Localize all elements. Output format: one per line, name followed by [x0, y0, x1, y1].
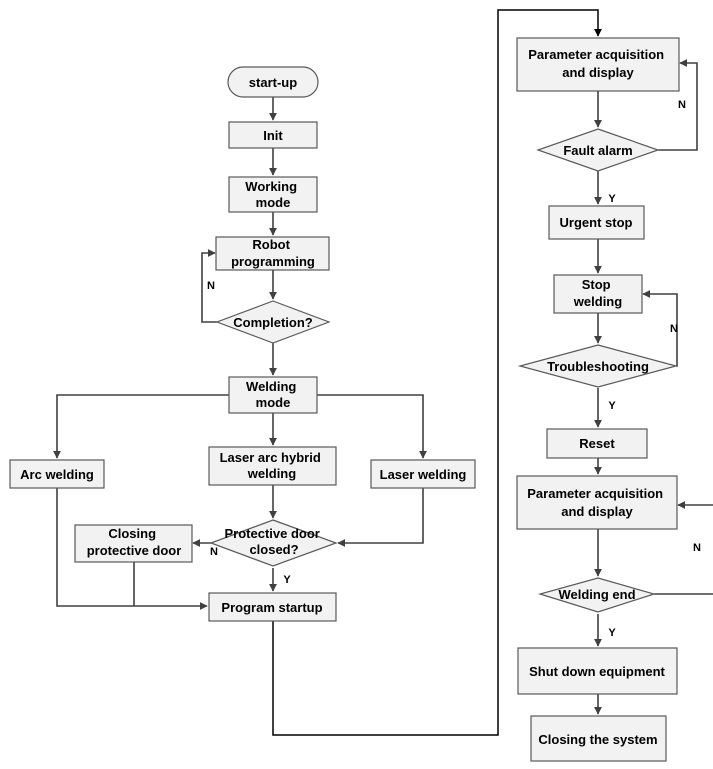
node-welding-end-text: Welding end [558, 587, 635, 602]
node-program-startup: Program startup [208, 592, 337, 622]
node-troubleshooting: Troubleshooting [517, 344, 679, 388]
node-shut-down: Shut down equipment [517, 647, 678, 695]
node-param-acq-2-text: Parameter acquisition and display [527, 486, 666, 519]
node-fault-alarm: Fault alarm [536, 128, 660, 172]
node-arc-welding: Arc welding [9, 459, 105, 489]
node-urgent-stop: Urgent stop [548, 205, 645, 240]
end-no-label: N [693, 542, 701, 554]
node-stop-welding-text: Stop welding [573, 277, 622, 309]
edge-fault-loop [658, 59, 698, 151]
node-completion-text: Completion? [233, 315, 312, 330]
node-fault-alarm-text: Fault alarm [563, 143, 632, 158]
edge-end-loop [654, 501, 713, 595]
trouble-yes-label: Y [608, 400, 616, 412]
node-welding-mode: Welding mode [228, 376, 318, 414]
trouble-no-label: N [670, 323, 678, 335]
node-troubleshooting-text: Troubleshooting [547, 359, 649, 374]
node-urgent-stop-text: Urgent stop [560, 215, 633, 230]
node-closing-protective-door: Closing protective door [74, 524, 193, 563]
node-param-acq-1-text: Parameter acquisition and display [528, 47, 667, 80]
fault-yes-label: Y [608, 193, 616, 205]
node-working-mode: Working mode [228, 176, 318, 213]
end-yes-label: Y [608, 627, 616, 639]
node-laser-arc-hybrid-text: Laser arc hybrid welding [220, 450, 325, 481]
node-robot-programming-text: Robot programming [231, 237, 315, 269]
node-welding-mode-text: Welding mode [246, 379, 300, 410]
door-no-label: N [210, 546, 218, 558]
node-reset: Reset [546, 428, 648, 459]
node-closing-protective-door-text: Closing protective door [87, 526, 182, 558]
node-protective-door: Protective door closed? [209, 519, 338, 567]
edge-arc-program [56, 488, 208, 610]
node-param-acq-1: Parameter acquisition and display [516, 37, 680, 92]
edge-completion-loop [201, 249, 217, 323]
door-yes-label: Y [283, 574, 291, 586]
node-closing-system-text: Closing the system [538, 732, 657, 747]
node-param-acq-2: Parameter acquisition and display [516, 475, 678, 530]
edge-welding-laser [317, 394, 427, 459]
edges [53, 9, 713, 736]
node-closing-system: Closing the system [530, 715, 667, 762]
node-startup-text: start-up [249, 75, 297, 90]
node-arc-welding-text: Arc welding [20, 467, 94, 482]
edge-program-to-param1 [272, 9, 602, 736]
edge-laser-door [337, 488, 424, 547]
fault-no-label: N [678, 99, 686, 111]
node-laser-welding: Laser welding [370, 459, 476, 489]
node-stop-welding: Stop welding [553, 274, 643, 314]
edge-labels: N N Y N Y N Y N Y [207, 99, 701, 639]
node-reset-text: Reset [579, 436, 615, 451]
node-init-text: Init [263, 128, 283, 143]
edge-welding-arc [53, 394, 229, 459]
node-program-startup-text: Program startup [221, 600, 322, 615]
node-laser-welding-text: Laser welding [380, 467, 467, 482]
node-welding-end: Welding end [537, 577, 657, 613]
node-robot-programming: Robot programming [215, 236, 330, 271]
node-laser-arc-hybrid: Laser arc hybrid welding [208, 446, 337, 486]
node-completion: Completion? [215, 300, 331, 344]
node-init: Init [228, 121, 318, 149]
node-startup: start-up [227, 66, 319, 98]
node-protective-door-text: Protective door closed? [225, 526, 324, 557]
completion-no-label: N [207, 280, 215, 292]
node-shut-down-text: Shut down equipment [529, 664, 665, 679]
node-working-mode-text: Working mode [245, 179, 300, 210]
